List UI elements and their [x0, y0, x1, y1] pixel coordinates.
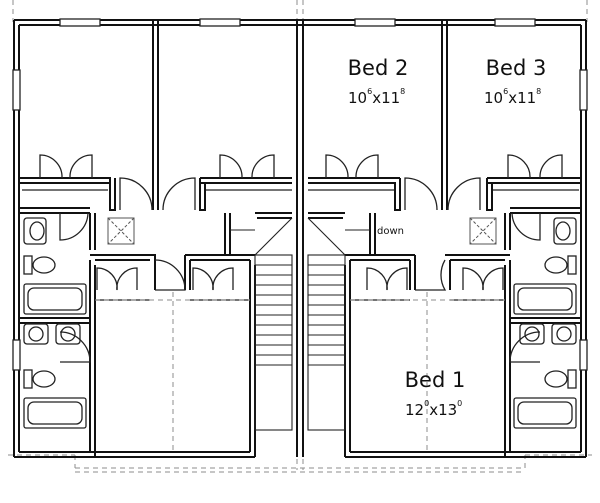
- bed2-name: Bed 2: [348, 56, 409, 80]
- bed1-dimension: 120x130: [405, 399, 462, 419]
- stair-label: down: [377, 226, 404, 237]
- linen-cabinets: [107, 217, 497, 245]
- ceiling-lines: [95, 292, 505, 452]
- closet-doors-lower: [95, 267, 505, 301]
- closet-doors-upper: [22, 154, 579, 191]
- room-label-bed1: Bed 1 120x130: [405, 368, 466, 419]
- bed3-name: Bed 3: [486, 56, 547, 80]
- bath-fixtures-right: [513, 217, 577, 429]
- interior-walls: [19, 20, 581, 324]
- stairs: [230, 217, 370, 431]
- room-label-bed2: Bed 2 106x118: [348, 56, 409, 107]
- bedroom-doors: [59, 177, 541, 363]
- bed2-dimension: 106x118: [348, 87, 405, 107]
- windows: [12, 18, 588, 371]
- room-label-bed3: Bed 3 106x118: [484, 56, 546, 107]
- bed3-dimension: 106x118: [484, 87, 541, 107]
- bed1-name: Bed 1: [405, 368, 466, 392]
- exterior-walls: [13, 19, 587, 458]
- party-wall: [296, 20, 304, 457]
- bath-fixtures-left: [23, 217, 87, 429]
